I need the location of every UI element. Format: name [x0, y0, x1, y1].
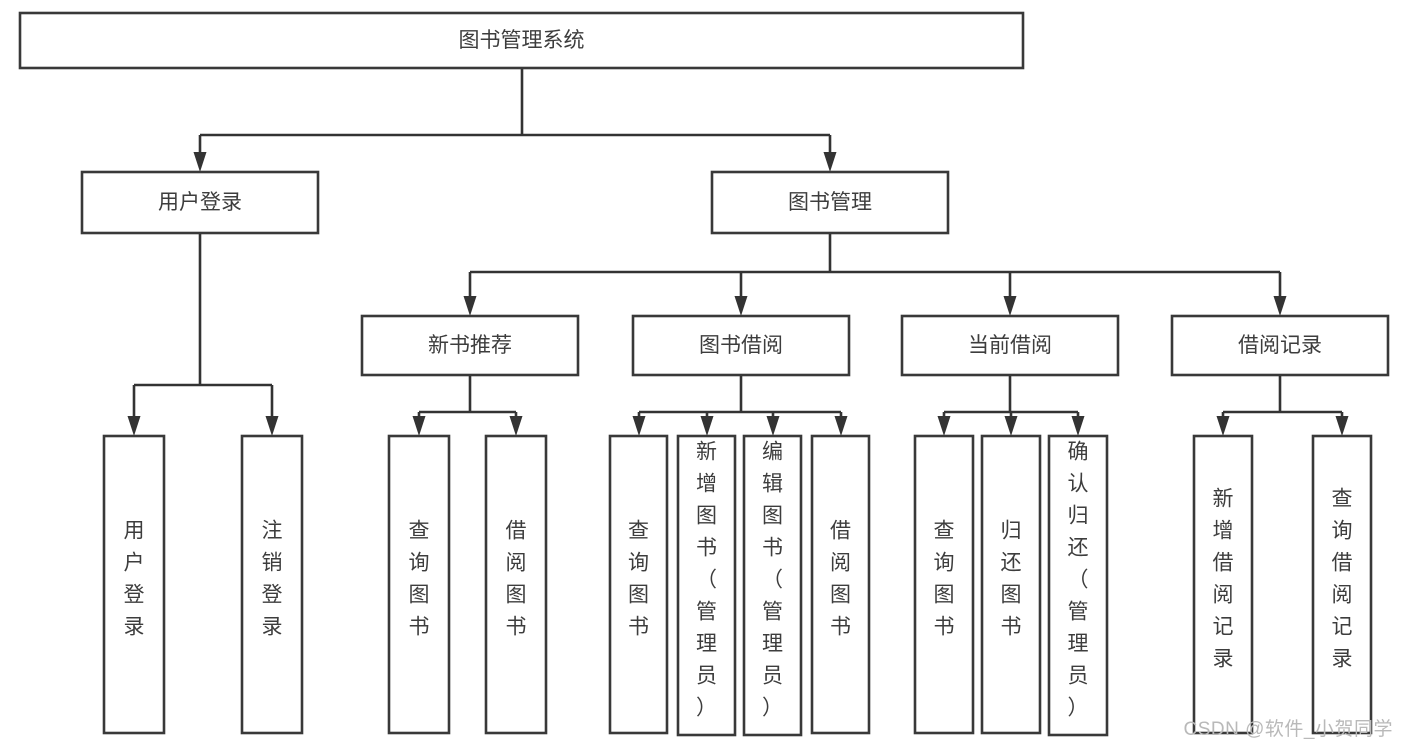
node-label-leaf-user-login: 用户登录 [124, 520, 145, 639]
node-leaf[interactable]: 借阅图书 [484, 434, 548, 735]
node-label-leaf-borrow-book: 借阅图书 [830, 520, 851, 639]
node-label-leaf-confirm-return: 确认归还（管理员） [1068, 441, 1089, 720]
node-label-root: 图书管理系统 [459, 29, 585, 52]
connector-layer [127, 68, 1349, 436]
connector-group-book-manage [463, 233, 1287, 316]
node-level3[interactable]: 借阅记录 [1170, 314, 1390, 377]
node-label-book-manage: 图书管理 [788, 191, 872, 214]
node-label-book-borrow: 图书借阅 [699, 334, 783, 357]
node-rect-leaf-confirm-return[interactable] [1047, 434, 1109, 737]
node-root[interactable]: 图书管理系统 [18, 11, 1025, 70]
connector-group-user-login [127, 233, 279, 436]
node-label-leaf-query-book-borrow: 查询图书 [628, 520, 649, 639]
connector-group-borrow-record [1216, 375, 1349, 436]
node-leaf[interactable]: 新增借阅记录 [1192, 434, 1254, 735]
node-rect-book-manage[interactable] [710, 170, 950, 235]
node-label-user-login: 用户登录 [158, 191, 242, 214]
node-rect-leaf-user-login[interactable] [102, 434, 166, 735]
node-layer: 图书管理系统用户登录图书管理新书推荐图书借阅当前借阅借阅记录用户登录注销登录查询… [18, 11, 1390, 737]
node-label-leaf-user-logout: 注销登录 [262, 520, 283, 639]
node-label-leaf-query-borrow-record: 查询借阅记录 [1332, 488, 1353, 671]
node-leaf[interactable]: 借阅图书 [810, 434, 871, 735]
node-rect-borrow-record[interactable] [1170, 314, 1390, 377]
node-leaf[interactable]: 确认归还（管理员） [1047, 434, 1109, 737]
node-leaf[interactable]: 新增图书（管理员） [676, 434, 737, 737]
node-leaf[interactable]: 编辑图书（管理员） [742, 434, 803, 737]
node-leaf[interactable]: 用户登录 [102, 434, 166, 735]
node-rect-leaf-query-book-borrow[interactable] [608, 434, 669, 735]
node-label-leaf-query-book-current: 查询图书 [934, 520, 955, 639]
node-rect-leaf-query-borrow-record[interactable] [1311, 434, 1373, 735]
node-rect-leaf-user-logout[interactable] [240, 434, 304, 735]
node-rect-current-borrow[interactable] [900, 314, 1120, 377]
node-level2[interactable]: 图书管理 [710, 170, 950, 235]
node-rect-book-borrow[interactable] [631, 314, 851, 377]
node-leaf[interactable]: 查询借阅记录 [1311, 434, 1373, 735]
node-leaf[interactable]: 查询图书 [913, 434, 975, 735]
node-label-leaf-add-book: 新增图书（管理员） [696, 441, 717, 720]
node-leaf[interactable]: 归还图书 [980, 434, 1042, 735]
node-rect-leaf-add-borrow-record[interactable] [1192, 434, 1254, 735]
node-leaf[interactable]: 查询图书 [387, 434, 451, 735]
node-rect-user-login[interactable] [80, 170, 320, 235]
node-rect-leaf-query-book-current[interactable] [913, 434, 975, 735]
node-label-leaf-edit-book: 编辑图书（管理员） [762, 441, 783, 720]
node-level2[interactable]: 用户登录 [80, 170, 320, 235]
node-leaf[interactable]: 查询图书 [608, 434, 669, 735]
node-level3[interactable]: 图书借阅 [631, 314, 851, 377]
connector-group-book-borrow [632, 375, 848, 436]
node-rect-root[interactable] [18, 11, 1025, 70]
node-leaf[interactable]: 注销登录 [240, 434, 304, 735]
node-label-leaf-add-borrow-record: 新增借阅记录 [1213, 488, 1234, 671]
connector-group-new-book-recommend [412, 375, 523, 436]
node-rect-leaf-add-book[interactable] [676, 434, 737, 737]
node-label-borrow-record: 借阅记录 [1238, 334, 1322, 357]
node-rect-new-book-recommend[interactable] [360, 314, 580, 377]
node-level3[interactable]: 当前借阅 [900, 314, 1120, 377]
node-label-leaf-borrow-book-recommend: 借阅图书 [506, 520, 527, 639]
node-rect-leaf-borrow-book-recommend[interactable] [484, 434, 548, 735]
connector-group-current-borrow [937, 375, 1085, 436]
node-rect-leaf-query-book-recommend[interactable] [387, 434, 451, 735]
node-level3[interactable]: 新书推荐 [360, 314, 580, 377]
node-label-leaf-return-book: 归还图书 [1001, 520, 1022, 639]
node-label-current-borrow: 当前借阅 [968, 334, 1052, 357]
node-rect-leaf-return-book[interactable] [980, 434, 1042, 735]
node-rect-leaf-borrow-book[interactable] [810, 434, 871, 735]
node-label-new-book-recommend: 新书推荐 [428, 334, 512, 357]
node-rect-leaf-edit-book[interactable] [742, 434, 803, 737]
connector-group-root [193, 68, 837, 172]
node-label-leaf-query-book-recommend: 查询图书 [409, 520, 430, 639]
